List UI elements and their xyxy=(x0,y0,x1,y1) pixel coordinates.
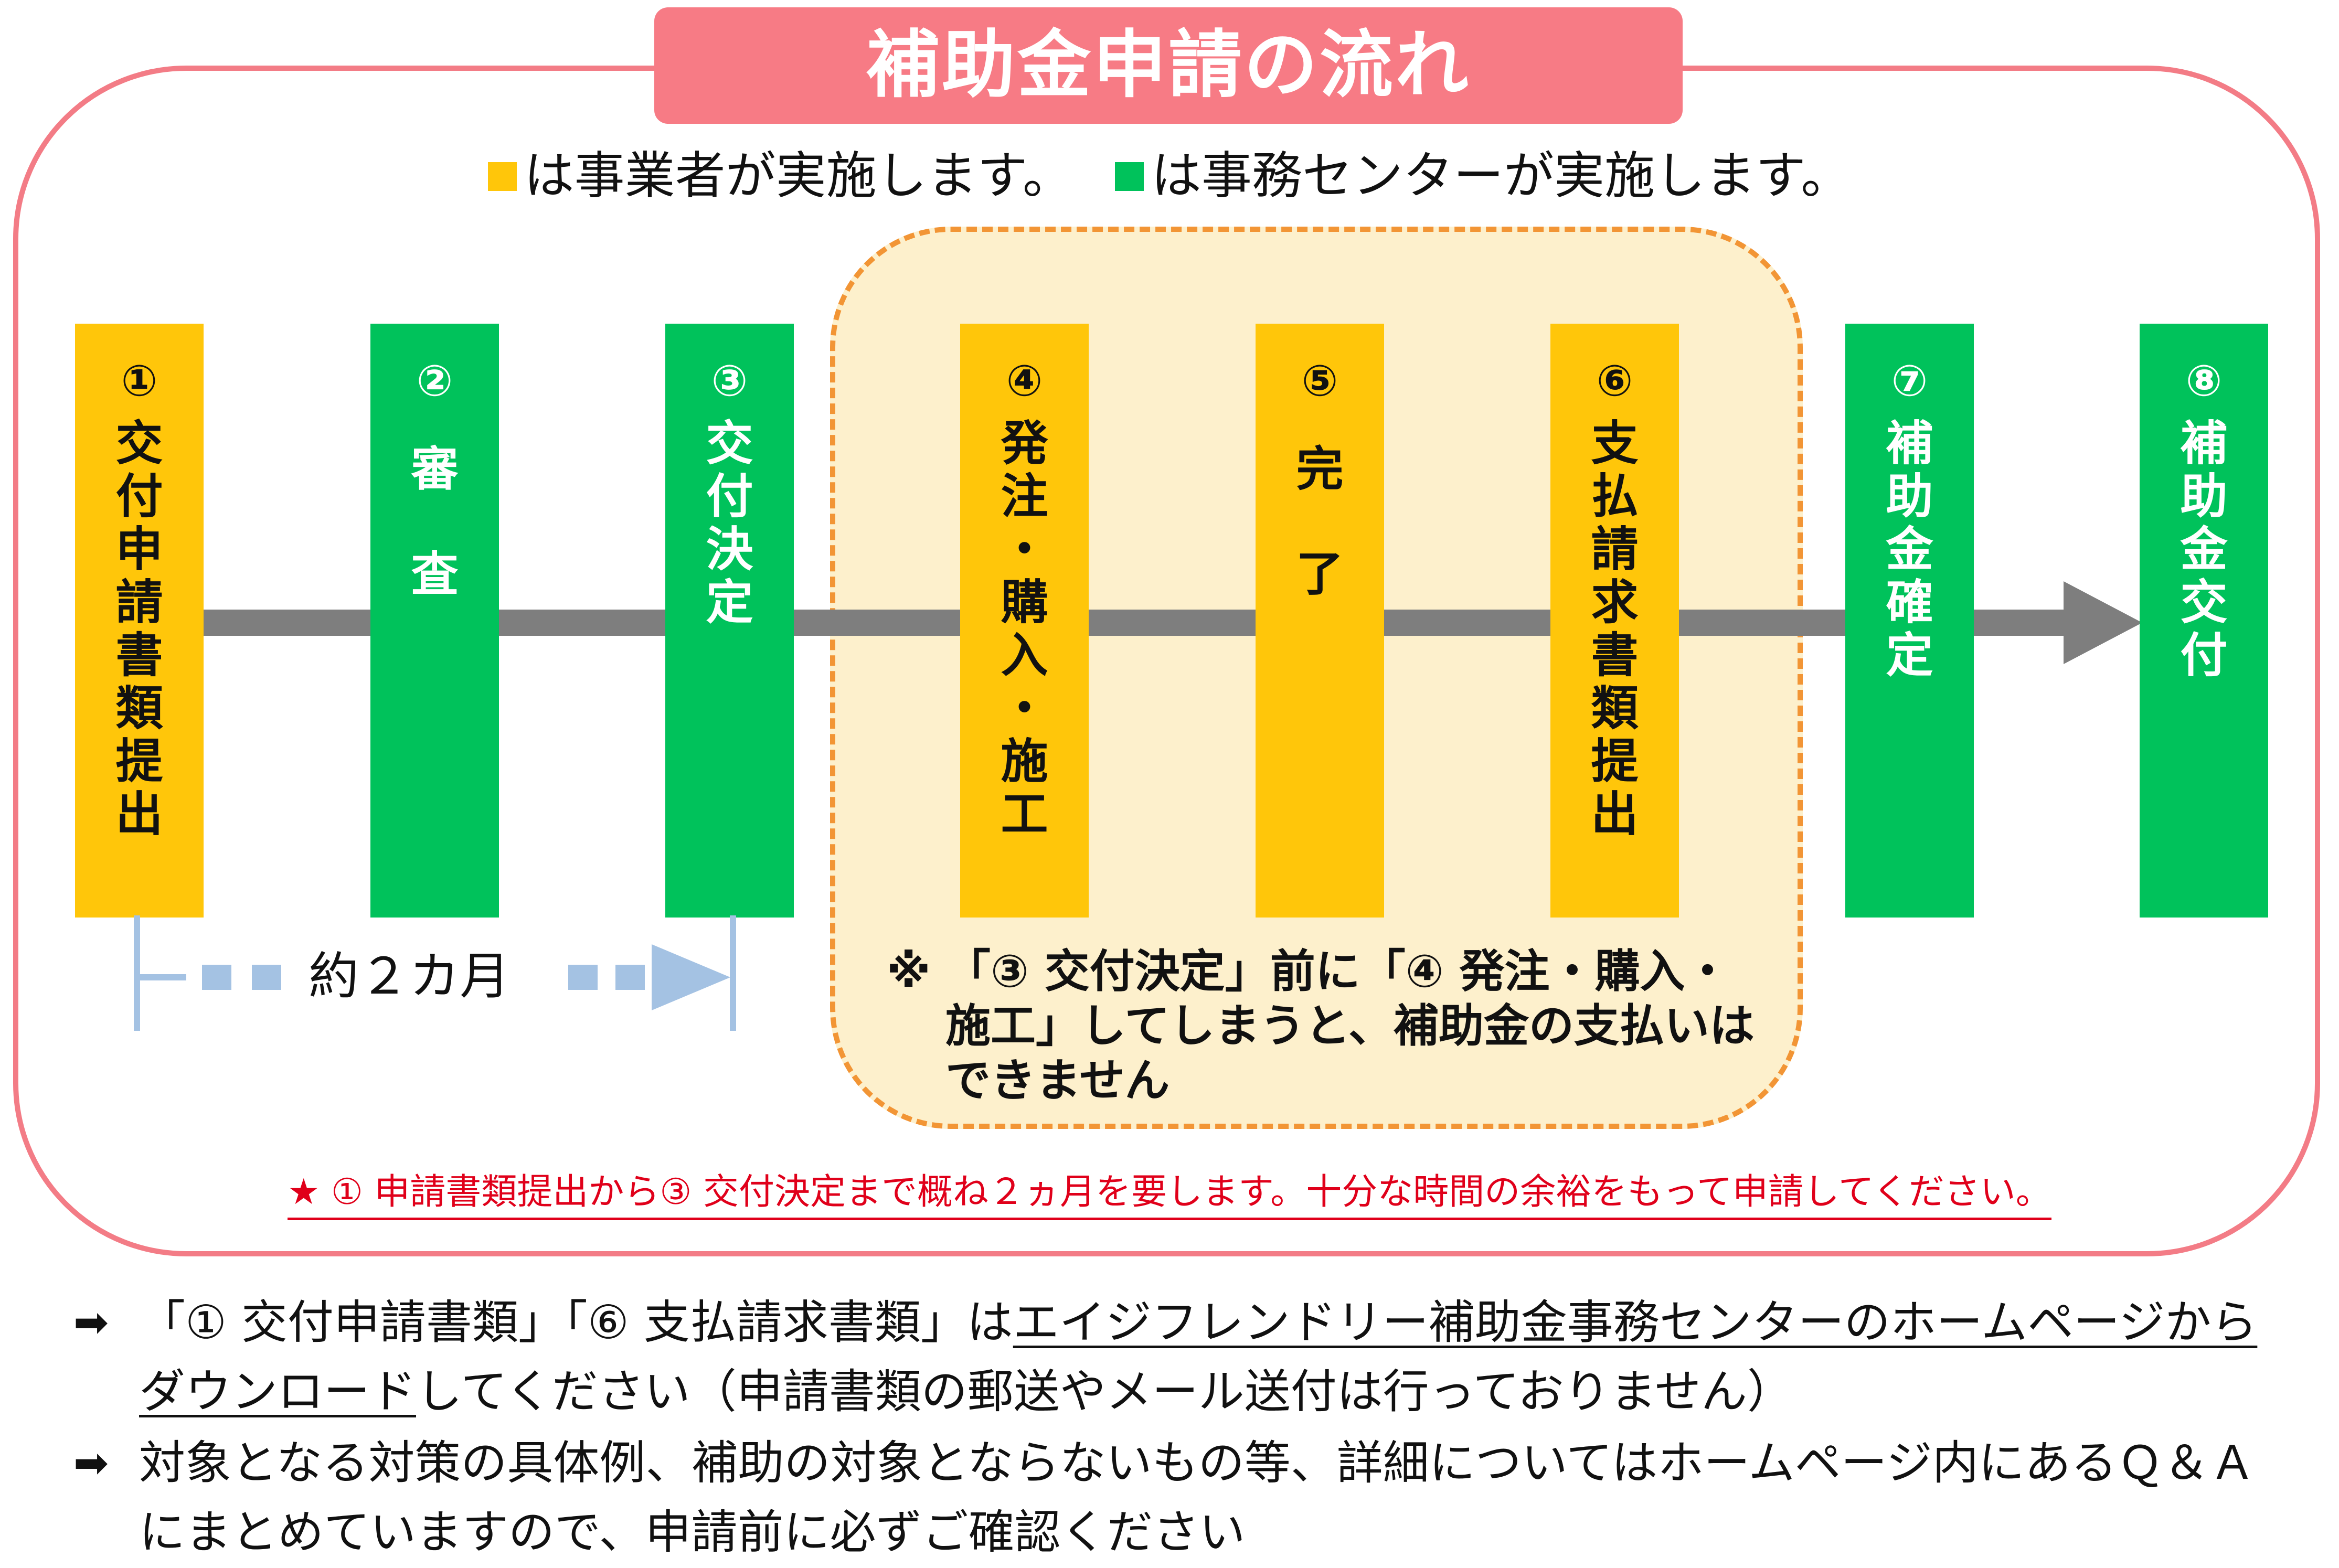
step-label: 交付申請書類提出 xyxy=(115,416,163,842)
note-text: 「③ 交付決定」前に「④ 発注・購入・施工」してしまうと、補助金の支払いはできま… xyxy=(945,945,1755,1107)
step-8: ⑧ 補助金交付 xyxy=(2140,324,2268,918)
red-notice-text: ★ ① 申請書類提出から③ 交付決定まで概ね２ヵ月を要します。十分な時間の余裕を… xyxy=(288,1167,2051,1220)
duration-dash xyxy=(252,965,281,990)
duration-arrow-icon xyxy=(652,944,730,1010)
center-swatch-icon xyxy=(1115,162,1144,191)
step-label: 補助金交付 xyxy=(2180,416,2228,683)
step-number: ⑥ xyxy=(1596,356,1633,406)
note-mark: ※ xyxy=(887,945,931,998)
duration-line xyxy=(139,974,186,980)
step-5: ⑤ 完了 xyxy=(1256,324,1384,918)
step-3: ③ 交付決定 xyxy=(665,324,794,918)
step-7: ⑦ 補助金確定 xyxy=(1845,324,1974,918)
duration-start-tick xyxy=(134,915,140,1031)
duration-indicator: 約２カ月 xyxy=(134,915,737,1031)
step-number: ④ xyxy=(1006,356,1043,406)
step-label: 完了 xyxy=(1296,442,1344,602)
duration-dash xyxy=(615,965,645,990)
step-number: ③ xyxy=(711,356,748,406)
step-label: 支払請求書類提出 xyxy=(1591,416,1639,842)
bullet-text: 対象となる対策の具体例、補助の対象とならないもの等、詳細についてはホームページ内… xyxy=(139,1436,2256,1559)
step-number: ⑧ xyxy=(2185,356,2223,406)
legend: は事業者が実施します。 は事務センターが実施します。 xyxy=(0,142,2339,210)
step-label: 補助金確定 xyxy=(1886,416,1933,683)
step-6: ⑥ 支払請求書類提出 xyxy=(1550,324,1679,918)
timeline-arrow-icon xyxy=(2064,581,2142,664)
step-number: ⑦ xyxy=(1891,356,1928,406)
page-title: 補助金申請の流れ xyxy=(654,7,1683,124)
step-number: ① xyxy=(121,356,158,406)
step-label: 交付決定 xyxy=(706,416,753,630)
operator-swatch-icon xyxy=(487,162,517,191)
red-notice: ★ ① 申請書類提出から③ 交付決定まで概ね２ヵ月を要します。十分な時間の余裕を… xyxy=(0,1167,2339,1220)
duration-label: 約２カ月 xyxy=(309,947,510,1006)
legend-center-text: は事務センターが実施します。 xyxy=(1151,146,1852,205)
step-4: ④ 発注・購入・施工 xyxy=(960,324,1089,918)
arrow-right-icon: ➡ xyxy=(73,1298,109,1347)
bullet-2: ➡ 対象となる対策の具体例、補助の対象とならないもの等、詳細についてはホームペー… xyxy=(73,1428,2282,1567)
legend-operator-text: は事業者が実施します。 xyxy=(524,146,1073,205)
bullet-text: 「① 交付申請書類」「⑥ 支払請求書類」は xyxy=(139,1295,1013,1349)
step-label: 審査 xyxy=(411,442,459,602)
caution-note: ※ 「③ 交付決定」前に「④ 発注・購入・施工」してしまうと、補助金の支払いはで… xyxy=(887,944,1768,1108)
homepage-download-link[interactable]: エイジフレンドリー補助金事務センターのホームページからダウンロード xyxy=(139,1295,2258,1418)
step-1: ① 交付申請書類提出 xyxy=(75,324,204,918)
duration-end-tick xyxy=(730,915,736,1031)
step-label: 発注・購入・施工 xyxy=(1001,416,1048,842)
step-number: ② xyxy=(416,356,453,406)
step-2: ② 審査 xyxy=(370,324,499,918)
bullet-text: してください（申請書類の郵送やメール送付は行っておりません） xyxy=(416,1364,1794,1418)
timeline-axis xyxy=(202,610,2070,636)
duration-dash xyxy=(202,965,231,990)
bullet-1: ➡ 「① 交付申請書類」「⑥ 支払請求書類」はエイジフレンドリー補助金事務センタ… xyxy=(73,1288,2282,1426)
duration-dash xyxy=(568,965,598,990)
arrow-right-icon: ➡ xyxy=(73,1438,109,1487)
step-number: ⑤ xyxy=(1301,356,1338,406)
